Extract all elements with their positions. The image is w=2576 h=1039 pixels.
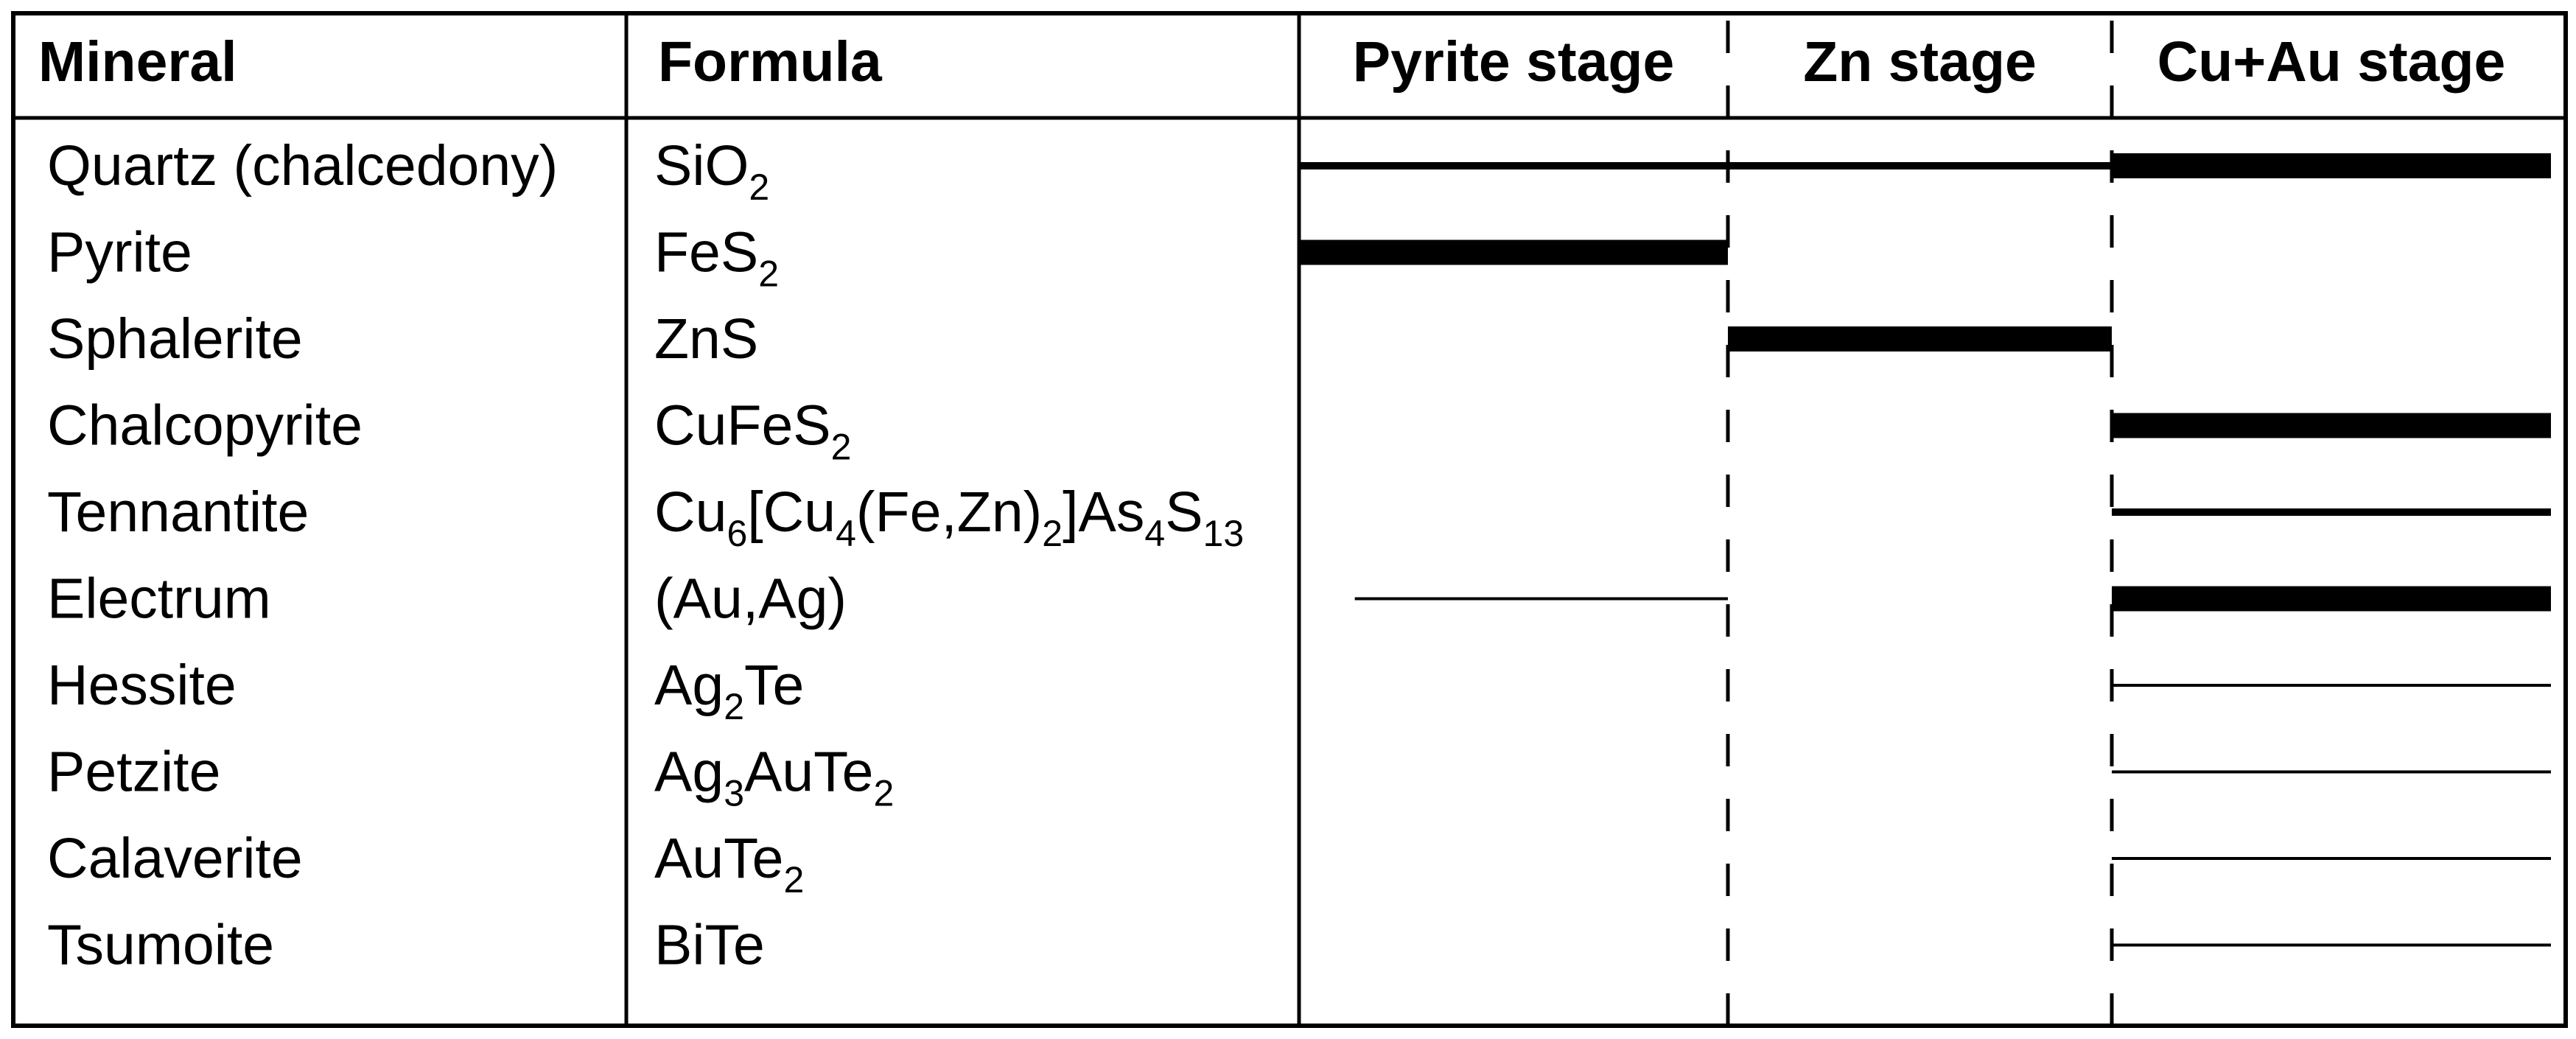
mineral-bars (2112, 943, 2551, 947)
stage-bar-heavy (2112, 153, 2551, 178)
stage-bar-thin (1354, 597, 1728, 601)
mineral-formula: Ag2Te (654, 654, 804, 727)
stage-bar-thin (2112, 943, 2551, 947)
table-row: Hessite Ag2Te (47, 654, 804, 727)
mineral-formula: BiTe (654, 914, 765, 977)
table-row: Chalcopyrite CuFeS2 (47, 394, 851, 468)
header-mineral: Mineral (38, 30, 237, 94)
mineral-bars (1299, 153, 2551, 178)
table-row: Pyrite FeS2 (47, 221, 779, 295)
table-row: Tennantite Cu6[Cu4(Fe,Zn)2]As4S13 (47, 480, 1244, 554)
table-row: Quartz (chalcedony) SiO2 (47, 134, 769, 208)
stage-bar-heavy (2112, 586, 2551, 612)
mineral-name: Sphalerite (47, 307, 303, 371)
table-row: Electrum (Au,Ag) (47, 567, 847, 631)
mineral-name: Petzite (47, 741, 220, 804)
stage-bar-medium (1299, 162, 2112, 169)
stage-bar-thin (2112, 770, 2551, 774)
mineral-formula: ZnS (654, 307, 758, 371)
mineral-name: Hessite (47, 654, 237, 717)
stage-bars (1299, 153, 2551, 947)
mineral-formula: Ag3AuTe2 (654, 741, 894, 814)
mineral-bars (2112, 508, 2551, 516)
table-frame (11, 11, 2568, 1028)
mineral-name: Pyrite (47, 221, 192, 284)
mineral-bars (1728, 326, 2112, 351)
stage-bar-thin (2112, 684, 2551, 687)
table-row: Petzite Ag3AuTe2 (47, 741, 894, 814)
mineral-formula: (Au,Ag) (654, 567, 847, 631)
mineral-formula: CuFeS2 (654, 394, 851, 468)
mineral-name: Electrum (47, 567, 271, 631)
mineral-formula: FeS2 (654, 221, 779, 295)
mineral-name: Tennantite (47, 480, 309, 544)
header-pyrite-stage: Pyrite stage (1353, 30, 1675, 94)
mineral-formula: AuTe2 (654, 827, 804, 900)
mineral-name: Tsumoite (47, 914, 274, 977)
table-row: Tsumoite BiTe (47, 914, 765, 977)
mineral-bars (1299, 239, 1728, 265)
header-cu-au-stage: Cu+Au stage (2157, 30, 2506, 94)
header-formula: Formula (658, 30, 883, 94)
stage-bar-medium (2112, 508, 2551, 516)
mineral-bars (2112, 684, 2551, 687)
mineral-formula: Cu6[Cu4(Fe,Zn)2]As4S13 (654, 480, 1244, 554)
stage-bar-heavy (1299, 239, 1728, 265)
stage-bar-heavy (1728, 326, 2112, 351)
stage-bar-heavy (2112, 413, 2551, 438)
header-zn-stage: Zn stage (1803, 30, 2037, 94)
mineral-bars (2112, 857, 2551, 860)
table-border (11, 11, 2568, 1028)
mineral-name: Quartz (chalcedony) (47, 134, 558, 197)
mineral-bars (1354, 586, 2551, 612)
mineral-bars (2112, 770, 2551, 774)
mineral-formula: SiO2 (654, 134, 769, 208)
mineral-bars (2112, 413, 2551, 438)
stage-bar-thin (2112, 857, 2551, 860)
table-row: Sphalerite ZnS (47, 307, 758, 371)
header-row: Mineral Formula Pyrite stage Zn stage Cu… (38, 30, 2505, 94)
mineral-name: Calaverite (47, 827, 303, 890)
mineral-name: Chalcopyrite (47, 394, 363, 458)
table-row: Calaverite AuTe2 (47, 827, 804, 900)
